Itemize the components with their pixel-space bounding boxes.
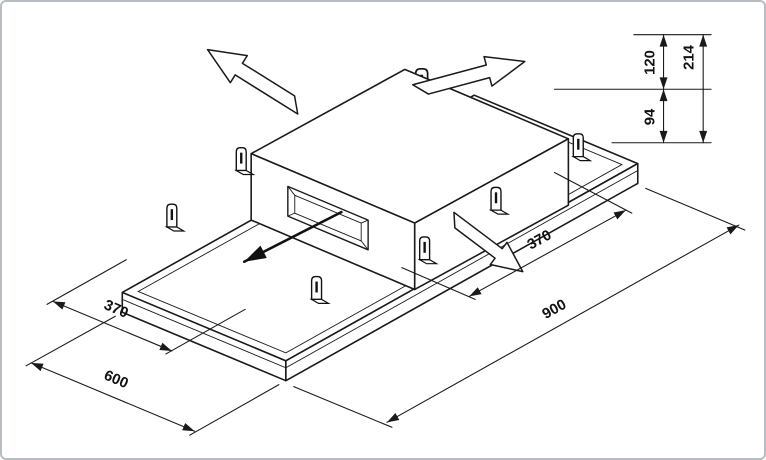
dimension-line-left-offset: [52, 300, 173, 352]
airflow-arrow-up-left-icon: [198, 34, 311, 123]
extractor-unit: [121, 67, 639, 382]
dimension-label-lower-height: 94: [643, 108, 659, 125]
dimension-line-total-length: [386, 224, 740, 423]
dimension-label-total-length: 900: [540, 297, 569, 323]
dimension-label-total-depth: 600: [101, 368, 130, 392]
air-outlet-bevels: [287, 186, 369, 251]
extension-line: [293, 386, 393, 428]
extension-line: [165, 308, 246, 355]
dimension-line-total-depth: [30, 362, 196, 432]
extension-line: [46, 259, 127, 305]
dimension-label-upper-height: 120: [643, 50, 659, 75]
extension-line: [553, 171, 633, 214]
dimension-label-total-height: 214: [681, 44, 697, 70]
airflow-arrows: [198, 34, 533, 284]
extension-line: [25, 315, 116, 367]
extension-line: [189, 384, 280, 436]
mounting-bracket-icon: [165, 203, 185, 233]
extension-line: [645, 187, 746, 231]
dimensioning: 120 94 214 370 900 370: [25, 34, 746, 436]
exhaust-direction-arrow-icon: [242, 210, 343, 264]
height-dimensions: 120 94 214: [553, 34, 712, 144]
